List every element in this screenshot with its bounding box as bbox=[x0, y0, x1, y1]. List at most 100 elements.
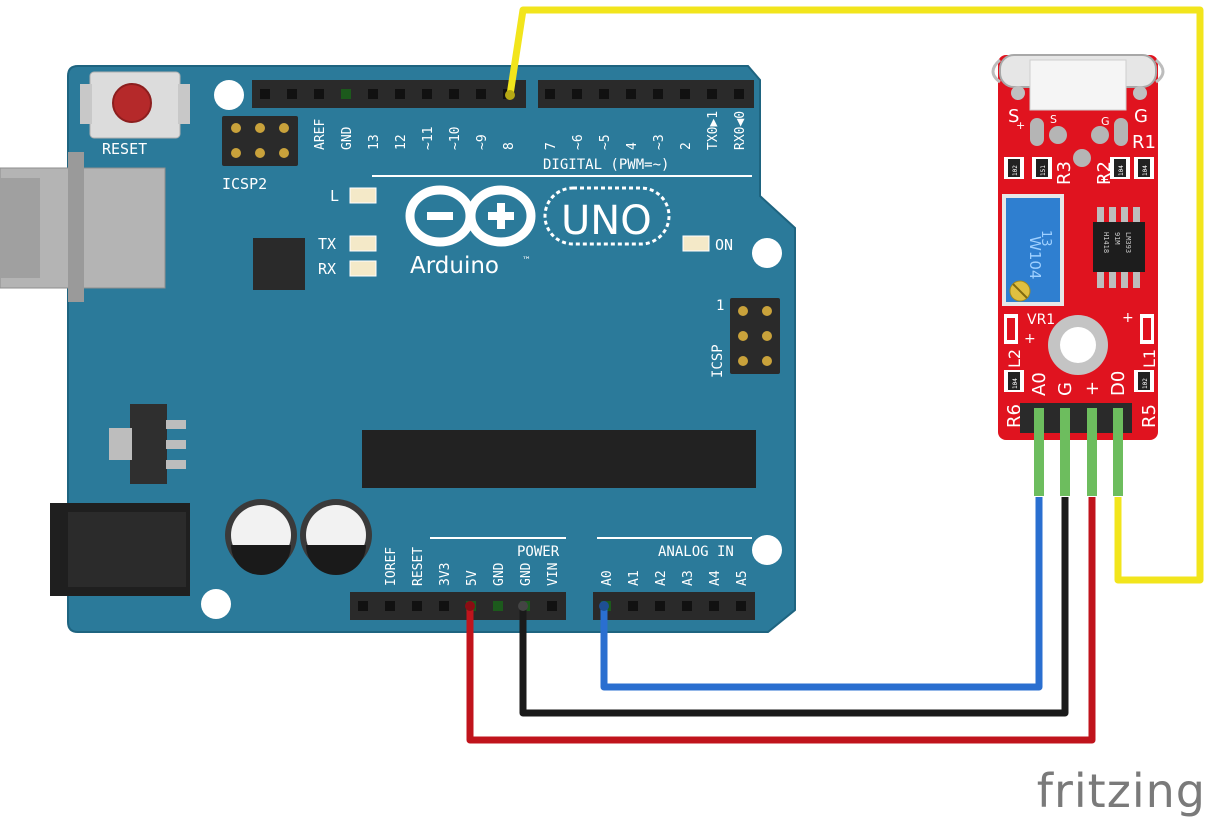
pad bbox=[1030, 118, 1044, 146]
header-hole bbox=[547, 601, 557, 611]
icsp-pin1-label: 1 bbox=[716, 298, 724, 314]
digital-pin-label: 8 bbox=[502, 142, 517, 150]
wire-black-gnd[interactable] bbox=[519, 497, 1069, 717]
lm393-chip bbox=[1093, 207, 1145, 288]
pad bbox=[1049, 126, 1067, 144]
header-hole bbox=[626, 89, 636, 99]
mount-hole bbox=[752, 535, 782, 565]
potentiometer[interactable] bbox=[1002, 194, 1064, 306]
digital-pin-label: ~9 bbox=[475, 134, 490, 150]
header-hole bbox=[655, 601, 665, 611]
analog-label: ANALOG IN bbox=[658, 544, 734, 560]
sensor-pin-leg bbox=[1113, 408, 1123, 496]
reed-switch bbox=[991, 54, 1165, 111]
small-s-label: S bbox=[1050, 113, 1057, 126]
digital-pin-label: ~3 bbox=[652, 134, 667, 150]
digital-pin-label: RX0◀0 bbox=[733, 111, 748, 150]
l1-label: L1 bbox=[1140, 349, 1159, 368]
header-hole bbox=[545, 89, 555, 99]
r2-label: R2 bbox=[1094, 161, 1115, 185]
led-l bbox=[349, 187, 377, 204]
smd-resistor: 102 bbox=[1004, 157, 1024, 179]
chip-text: LM393 bbox=[1124, 232, 1132, 253]
digital-pin-label: 7 bbox=[544, 142, 559, 150]
power-pin-label: RESET bbox=[411, 547, 426, 586]
power-pin-label: VIN bbox=[546, 563, 561, 586]
pad-g-label: G bbox=[1134, 106, 1148, 127]
r5-label: R5 bbox=[1139, 404, 1160, 428]
pad-s-label: S bbox=[1008, 106, 1019, 127]
wire-yellow-d0[interactable] bbox=[506, 6, 1204, 584]
smd-resistor: 104 bbox=[1110, 157, 1130, 179]
digital-pin-label: 12 bbox=[394, 134, 409, 150]
sensor-pin-label: + bbox=[1082, 381, 1103, 396]
chip-text: 91M bbox=[1113, 232, 1121, 245]
r6-label: R6 bbox=[1004, 404, 1025, 428]
header-hole bbox=[341, 89, 351, 99]
capacitor bbox=[300, 499, 372, 575]
analog-pin-label: A1 bbox=[627, 570, 642, 586]
analog-pin-label: A5 bbox=[735, 570, 750, 586]
pad bbox=[1091, 126, 1109, 144]
header-hole bbox=[682, 601, 692, 611]
digital-pin-label: ~11 bbox=[421, 127, 436, 150]
small-plus-label: + bbox=[1016, 119, 1025, 132]
arduino-pcb bbox=[67, 65, 796, 633]
sensor-pin-label: D0 bbox=[1108, 371, 1129, 396]
digital-pin-label: ~10 bbox=[448, 127, 463, 150]
pad-hole bbox=[1133, 86, 1147, 100]
led-tx-label: TX bbox=[318, 235, 336, 253]
wire-end bbox=[465, 601, 475, 611]
sensor-pin-leg bbox=[1087, 408, 1097, 496]
power-pin-label: GND bbox=[519, 562, 534, 586]
analog-pin-label: A4 bbox=[708, 570, 723, 586]
power-pin-label: 5V bbox=[465, 570, 480, 586]
header-hole bbox=[287, 89, 297, 99]
header-hole bbox=[653, 89, 663, 99]
wire-blue-a0[interactable] bbox=[600, 497, 1043, 691]
sensor-pin-leg bbox=[1060, 408, 1070, 496]
header-hole bbox=[395, 89, 405, 99]
plus-l1: + bbox=[1122, 310, 1134, 326]
digital-header-label: DIGITAL (PWM=~) bbox=[543, 157, 669, 173]
header-hole bbox=[572, 89, 582, 99]
svg-text:151: 151 bbox=[1040, 165, 1047, 176]
icsp2-label: ICSP2 bbox=[222, 175, 267, 193]
analog-pin-label: A0 bbox=[600, 570, 615, 586]
arduino-tm: ™ bbox=[522, 256, 531, 266]
usb-connector bbox=[0, 152, 166, 302]
power-pin-label: GND bbox=[492, 562, 507, 586]
reset-label: RESET bbox=[102, 140, 147, 158]
sensor-pin-label: A0 bbox=[1029, 372, 1050, 396]
led-rx bbox=[349, 260, 377, 277]
digital-pin-label: GND bbox=[340, 126, 355, 150]
digital-pin-label: 4 bbox=[625, 142, 640, 150]
digital-pin-label: 2 bbox=[679, 142, 694, 150]
sensor-mount-hole-inner bbox=[1060, 327, 1096, 363]
header-hole bbox=[358, 601, 368, 611]
reset-button[interactable] bbox=[80, 71, 190, 139]
wires bbox=[465, 6, 1204, 744]
digital-pin-label: TX0▶1 bbox=[706, 111, 721, 150]
r3-label: R3 bbox=[1054, 161, 1075, 185]
usb-chip bbox=[253, 238, 305, 290]
pot-text: W104 bbox=[1026, 236, 1044, 279]
sensor-pin-leg bbox=[1034, 408, 1044, 496]
led-on bbox=[682, 235, 710, 252]
pad bbox=[1073, 149, 1091, 167]
dc-power-jack bbox=[50, 503, 190, 596]
icsp2-header bbox=[222, 116, 298, 166]
arduino-logo-text: Arduino bbox=[410, 253, 499, 279]
header-hole bbox=[709, 601, 719, 611]
wire-red-5v[interactable] bbox=[466, 497, 1096, 744]
header-hole bbox=[449, 89, 459, 99]
smd-resistor: 151 bbox=[1032, 157, 1052, 179]
led-rx-label: RX bbox=[318, 260, 336, 278]
analog-pin-label: A2 bbox=[654, 570, 669, 586]
fritzing-logo: fritzing bbox=[1036, 764, 1206, 818]
header-hole bbox=[493, 601, 503, 611]
sensor-pcb bbox=[998, 55, 1158, 440]
svg-text:102: 102 bbox=[1012, 165, 1019, 176]
header-hole bbox=[314, 89, 324, 99]
